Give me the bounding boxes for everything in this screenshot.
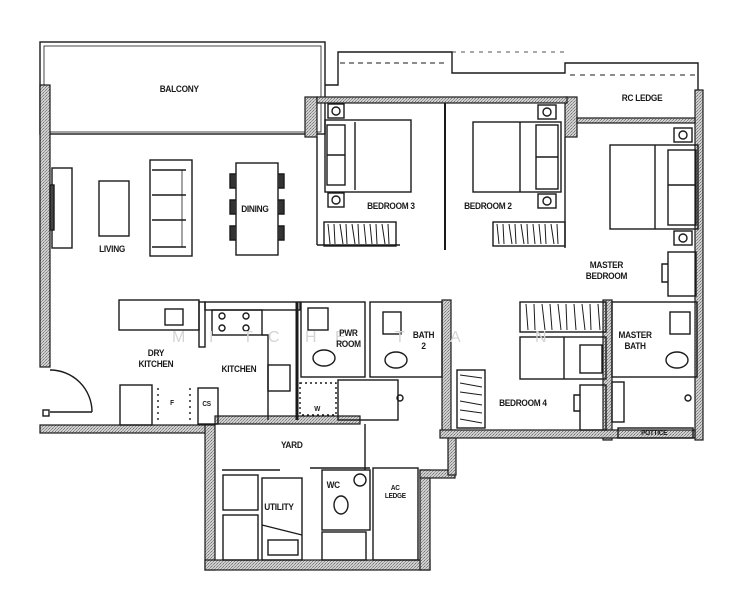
label-line: DRY <box>147 348 165 358</box>
label-bedroom3: BEDROOM 3 <box>367 201 415 211</box>
watermark-letter: M <box>172 329 186 346</box>
label-dry-kitchen: DRY KITCHEN <box>139 348 174 370</box>
label-washer: W <box>314 406 321 413</box>
watermark-letter: T <box>395 329 405 346</box>
label-line: KITCHEN <box>138 359 174 369</box>
label-line: ROOM <box>336 339 361 349</box>
watermark-letter: I <box>209 329 214 346</box>
watermark-letter: C <box>268 329 280 346</box>
label-pottice: POTTICE <box>641 430 668 437</box>
label-line: AC <box>390 485 400 492</box>
label-fridge: F <box>170 400 174 407</box>
yard-area <box>222 424 370 471</box>
utility-room <box>222 474 303 561</box>
label-rc-ledge: RC LEDGE <box>621 93 663 103</box>
label-bath2: BATH 2 <box>412 330 435 352</box>
watermark-letter: H <box>305 329 317 346</box>
label-line: BEDROOM <box>585 271 628 281</box>
label-line: BATH <box>412 330 435 340</box>
label-line: 2 <box>421 341 426 351</box>
pottice-area <box>617 427 694 439</box>
kitchen-counter <box>118 299 301 420</box>
label-cs: CS <box>202 401 211 408</box>
bed-bedroom2 <box>472 104 562 209</box>
label-ac-ledge: AC LEDGE <box>385 485 406 501</box>
wardrobe-bedroom3 <box>323 221 397 247</box>
label-master-bedroom: MASTER BEDROOM <box>585 260 628 282</box>
rc-ledge-outline <box>325 51 699 90</box>
label-line: MASTER <box>618 330 652 340</box>
watermark-letter: E <box>335 329 346 346</box>
bedroom3-walls <box>316 103 446 250</box>
exterior-walls <box>39 84 704 571</box>
label-line: MASTER <box>589 260 624 270</box>
master-bath <box>611 301 698 423</box>
label-utility: UTILITY <box>264 502 294 512</box>
label-bedroom2: BEDROOM 2 <box>464 201 512 211</box>
label-line: LEDGE <box>384 493 406 500</box>
watermark-letter: A <box>450 329 461 346</box>
dining-table <box>229 162 285 256</box>
label-line: BATH <box>624 341 646 351</box>
desk-master-bedroom <box>661 251 697 297</box>
wc-room <box>321 469 371 561</box>
label-line: PWR <box>339 328 358 338</box>
label-balcony: BALCONY <box>159 84 199 94</box>
label-dining: DINING <box>241 204 269 214</box>
entrance-door <box>42 369 93 417</box>
bed-bedroom3 <box>324 103 412 208</box>
label-yard: YARD <box>280 440 303 450</box>
sofa <box>149 159 193 257</box>
washer-area <box>299 382 337 416</box>
tv-console <box>49 167 73 249</box>
watermark-letter: T <box>243 329 253 346</box>
label-pwr-room: PWR ROOM <box>336 328 361 350</box>
bed-master-bedroom <box>609 127 699 246</box>
wardrobe-bedroom2 <box>492 137 566 248</box>
bath2 <box>369 301 443 402</box>
label-wc: WC <box>326 480 341 490</box>
label-bedroom4: BEDROOM 4 <box>499 398 547 408</box>
coffee-table <box>98 180 130 237</box>
watermark-letter: N <box>535 329 547 346</box>
ac-ledge <box>372 467 419 561</box>
fridge-area <box>119 384 219 426</box>
label-kitchen: KITCHEN <box>221 364 257 374</box>
bedroom4 <box>456 301 607 431</box>
label-master-bath: MASTER BATH <box>618 330 652 352</box>
label-living: LIVING <box>99 244 126 254</box>
